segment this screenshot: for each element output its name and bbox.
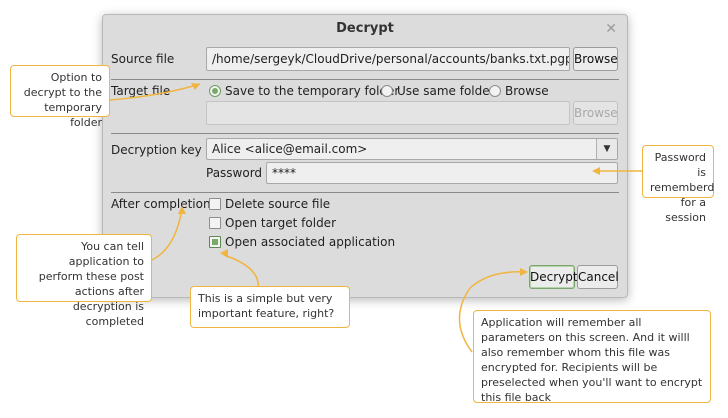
radio-same-folder-label[interactable]: Use same folder [397,84,495,98]
radio-temp-folder[interactable] [209,85,221,97]
separator [111,133,619,134]
target-file-label: Target file [111,84,171,98]
decryption-key-value: Alice <alice@email.com> [212,142,368,156]
decrypt-dialog: Decrypt ✕ Source file /home/sergeyk/Clou… [102,14,628,298]
checkbox-open-target-folder[interactable] [209,217,221,229]
radio-browse[interactable] [489,85,501,97]
radio-temp-folder-label[interactable]: Save to the temporary folder [225,84,400,98]
target-browse-button[interactable]: Browse [573,101,618,125]
callout-password: Password is rememberd for a session [642,145,714,224]
checkbox-delete-source-label[interactable]: Delete source file [225,197,331,211]
source-browse-button[interactable]: Browse [573,47,618,71]
checkbox-delete-source[interactable] [209,198,221,210]
decrypt-button[interactable]: Decrypt [529,265,578,289]
callout-feature: This is a simple but very important feat… [190,286,350,328]
target-path-field[interactable] [206,101,570,125]
dialog-title: Decrypt [336,21,394,36]
separator [111,79,619,80]
source-file-label: Source file [111,52,175,66]
decryption-key-label: Decryption key [111,143,202,157]
decryption-key-select[interactable]: Alice <alice@email.com> ▼ [206,138,618,160]
chevron-down-icon[interactable]: ▼ [596,139,617,159]
callout-temp-folder: Option to decrypt to the temporary folde… [10,65,110,129]
cancel-button[interactable]: Cancel [577,265,619,289]
checkbox-open-associated-app-label[interactable]: Open associated application [225,235,396,249]
callout-remember: Application will remember all parameters… [473,310,711,404]
checkbox-open-associated-app[interactable] [209,236,221,248]
callout-post-actions: You can tell application to perform thes… [16,234,152,328]
password-field[interactable]: **** [266,162,618,184]
password-label: Password [206,166,263,180]
separator [111,192,619,193]
radio-same-folder[interactable] [381,85,393,97]
checkbox-open-target-folder-label[interactable]: Open target folder [225,216,336,230]
source-file-field[interactable]: /home/sergeyk/CloudDrive/personal/accoun… [206,47,570,71]
after-completion-label: After completion [111,197,211,211]
radio-browse-label[interactable]: Browse [505,84,549,98]
close-icon[interactable]: ✕ [605,21,617,37]
